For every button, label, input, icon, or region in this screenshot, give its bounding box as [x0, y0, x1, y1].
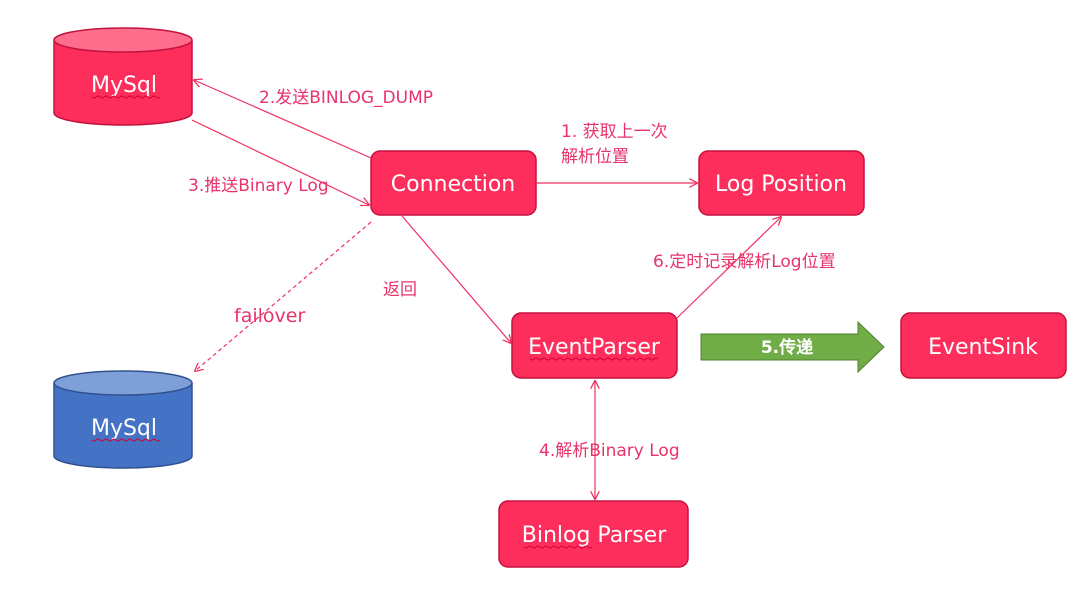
step1-label-line2: 解析位置	[561, 147, 629, 167]
log-position-label: Log Position	[715, 172, 847, 197]
step4-label: 4.解析Binary Log	[539, 441, 680, 461]
mysql-primary-cylinder[interactable]: MySql	[53, 27, 193, 126]
edge-failover	[195, 221, 372, 371]
mysql-standby-label: MySql	[91, 416, 157, 441]
step5-label: 5.传递	[761, 337, 813, 358]
connection-label: Connection	[391, 172, 515, 197]
edge-connection-to-mysql	[194, 80, 372, 159]
binlog-parser-label: Binlog Parser	[522, 523, 667, 548]
event-parser-node[interactable]: EventParser	[511, 312, 678, 379]
event-sink-label: EventSink	[928, 335, 1038, 360]
event-sink-node[interactable]: EventSink	[900, 312, 1067, 379]
step6-label: 6.定时记录解析Log位置	[653, 252, 836, 272]
binlog-parser-node[interactable]: Binlog Parser	[498, 500, 689, 568]
failover-label: failover	[234, 305, 305, 327]
edge-event-parser-to-log-position	[676, 217, 781, 319]
step1-label-line1: 1. 获取上一次	[561, 122, 668, 142]
return-label: 返回	[383, 280, 417, 300]
edge-mysql-to-connection	[191, 119, 369, 205]
flow-arrow-to-event-sink: 5.传递	[700, 320, 885, 374]
log-position-node[interactable]: Log Position	[698, 150, 865, 216]
mysql-standby-cylinder[interactable]: MySql	[53, 370, 193, 469]
event-parser-label: EventParser	[528, 335, 661, 360]
connection-node[interactable]: Connection	[370, 150, 537, 216]
step2-label: 2.发送BINLOG_DUMP	[259, 88, 433, 108]
mysql-primary-label: MySql	[91, 73, 157, 98]
edge-connection-to-event-parser	[401, 215, 511, 343]
step3-label: 3.推送Binary Log	[188, 176, 329, 196]
